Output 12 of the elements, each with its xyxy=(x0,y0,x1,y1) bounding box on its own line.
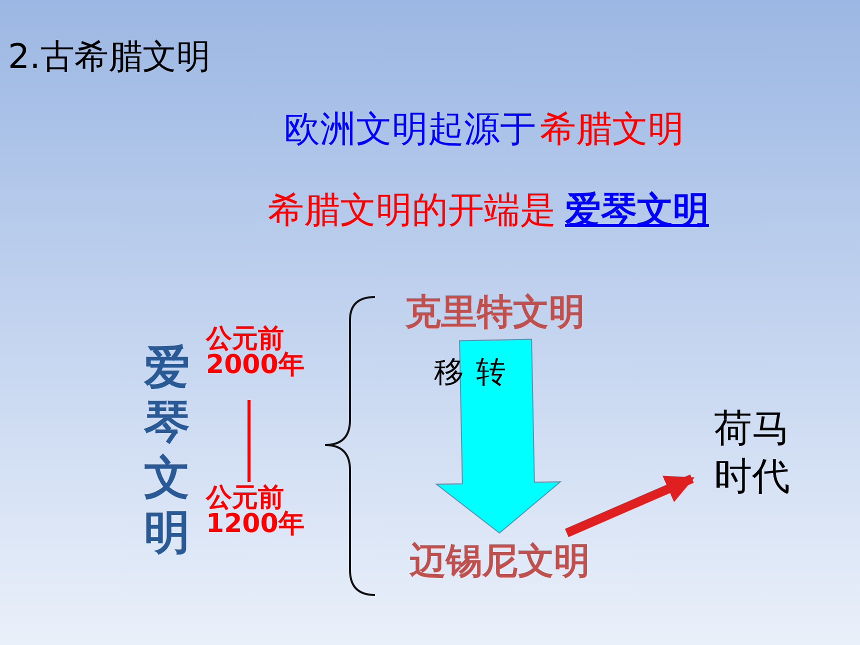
text-label: 公元前2000年 xyxy=(206,326,306,378)
block-arrow xyxy=(435,338,562,534)
node-text: 爱琴文明 xyxy=(144,340,190,560)
node-text: 克里特文明 xyxy=(405,290,585,334)
arrow xyxy=(564,474,695,538)
text-label: 希腊文明的开端是 xyxy=(268,193,556,229)
text-label: 希腊文明 xyxy=(540,112,684,148)
node-text: 荷马时代 xyxy=(714,405,790,500)
node-text: 迈锡尼文明 xyxy=(410,540,590,584)
text-label: 公元前1200年 xyxy=(206,485,306,537)
title: 2.古希腊文明 xyxy=(8,40,210,74)
text-label: 欧洲文明起源于 xyxy=(284,112,536,148)
